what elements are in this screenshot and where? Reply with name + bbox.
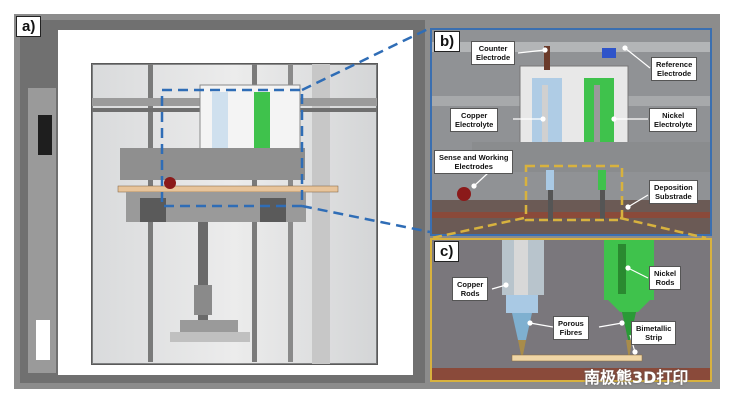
label-bimetallic-strip: Bimetallic Strip xyxy=(631,321,677,345)
gold-line-right xyxy=(619,216,707,240)
zoom-line-bottom xyxy=(301,204,431,234)
label-copper-electrolyte: Copper Electrolyte xyxy=(450,108,499,132)
gold-line-left xyxy=(431,216,525,240)
label-copper-rods: Copper Rods xyxy=(452,277,489,301)
label-porous-fibres: Porous Fibres xyxy=(553,316,589,340)
panel-c-render xyxy=(432,240,710,380)
label-reference-electrode: Reference Electrode xyxy=(651,57,698,81)
label-sense-working-electrodes: Sense and Working Electrodes xyxy=(434,150,514,174)
panel-b-tag: b) xyxy=(434,31,461,52)
panel-a-tag: a) xyxy=(16,16,42,37)
zoom-line-top xyxy=(301,26,431,92)
watermark-text: 南极熊3D打印 xyxy=(584,368,689,387)
panel-a-render xyxy=(20,20,425,383)
label-counter-electrode: Counter Electrode xyxy=(471,41,516,65)
panel-c-tag: c) xyxy=(434,241,460,262)
label-deposition-substrate: Deposition Substrade xyxy=(649,180,698,204)
label-nickel-electrolyte: Nickel Electrolyte xyxy=(649,108,698,132)
zoom-box-a xyxy=(160,88,304,208)
label-nickel-rods: Nickel Rods xyxy=(649,266,682,290)
panel-c xyxy=(430,238,712,382)
panel-a xyxy=(20,20,425,383)
